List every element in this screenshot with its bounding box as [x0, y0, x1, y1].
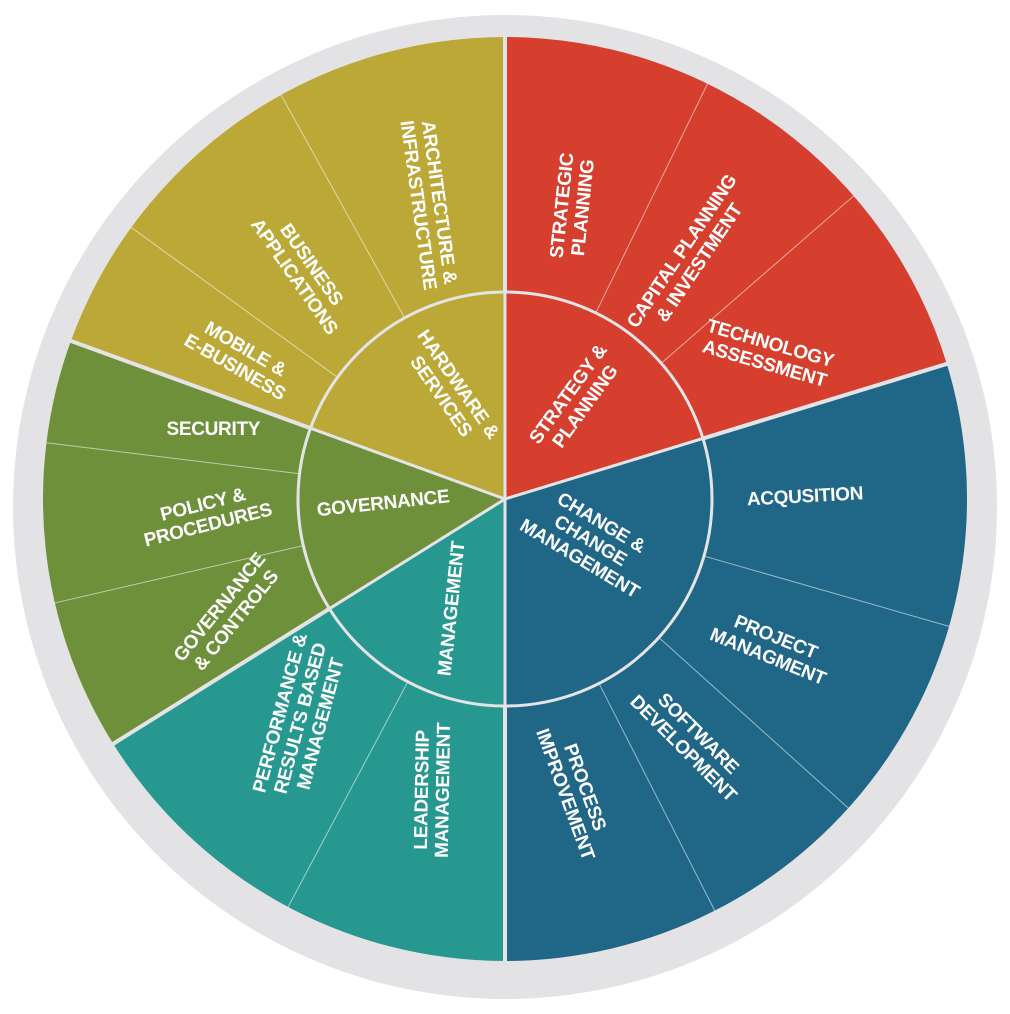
item-divider [130, 227, 338, 378]
item-leadership-management-line: LEADERSHIP [410, 729, 433, 849]
hub-divider [328, 497, 506, 610]
item-divider [598, 683, 716, 911]
hub-management [329, 499, 505, 706]
hub-layer [296, 290, 714, 708]
item-divider [280, 94, 406, 319]
item-security-text: SECURITY [166, 418, 260, 439]
hub-divider [309, 426, 506, 501]
item-divider [658, 637, 849, 809]
item-security-line: SECURITY [166, 418, 260, 439]
item-security: SECURITY [166, 418, 261, 439]
hub-governance [297, 428, 505, 609]
item-divider [703, 555, 950, 627]
item-divider [54, 545, 304, 604]
hub-divider [504, 437, 704, 501]
sector-governance [42, 340, 506, 744]
hub-strategy [505, 292, 703, 499]
item-divider [287, 681, 409, 908]
item-leadership-management-text: LEADERSHIPMANAGEMENT [410, 721, 454, 858]
hub-change [505, 438, 713, 706]
item-leadership-management: LEADERSHIPMANAGEMENT [410, 721, 454, 858]
item-leadership-management-line: MANAGEMENT [431, 722, 454, 858]
item-divider [595, 83, 708, 314]
hub-hardware [310, 292, 505, 499]
item-divider [660, 195, 855, 364]
item-divider [46, 442, 300, 475]
